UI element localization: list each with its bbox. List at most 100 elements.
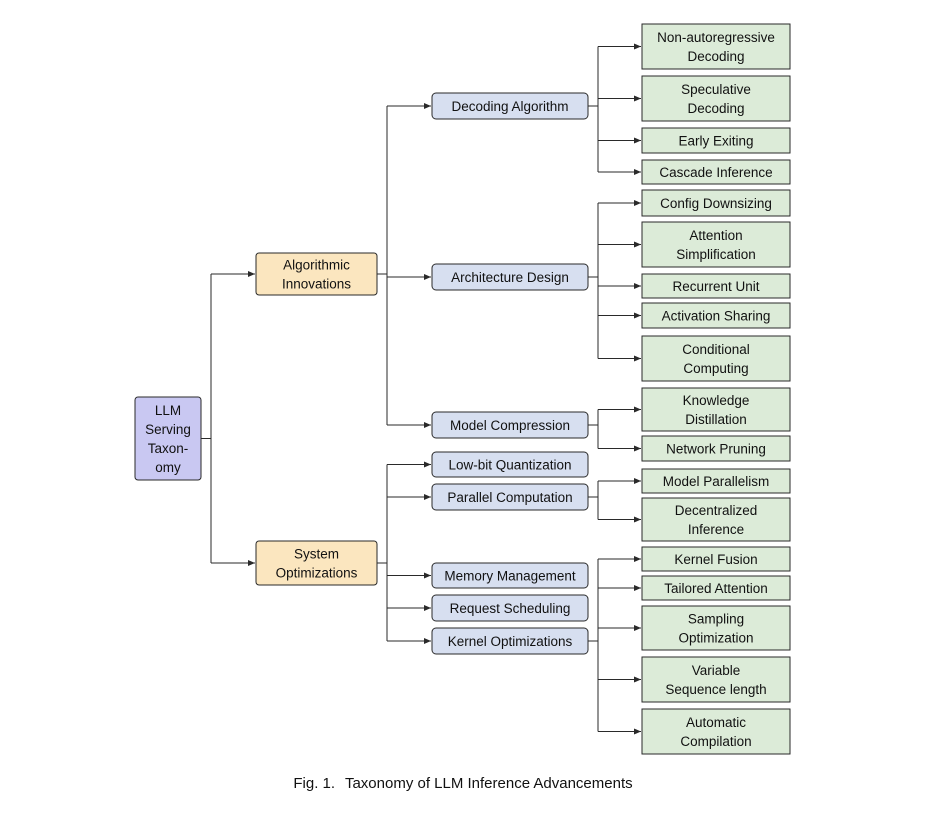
connector-algorithmic: [377, 103, 431, 428]
node-decoding-algorithm: Decoding Algorithm: [431, 92, 589, 120]
node-label: Recurrent Unit: [672, 279, 759, 294]
connector-model-compression: [588, 406, 641, 452]
connector-root: [201, 271, 255, 566]
node-label: Memory Management: [444, 569, 576, 584]
node-network-pruning: Network Pruning: [641, 435, 791, 462]
node-label: Conditional: [682, 342, 750, 357]
node-label: Early Exiting: [678, 134, 753, 149]
node-box: [641, 75, 791, 122]
figure-caption: Fig. 1. Taxonomy of LLM Inference Advanc…: [0, 775, 926, 792]
node-label: Serving: [145, 422, 191, 437]
node-recurrent-unit: Recurrent Unit: [641, 273, 791, 299]
connector-decoding-algorithm: [588, 43, 641, 175]
node-box: [431, 627, 589, 655]
node-label: Sampling: [688, 612, 744, 627]
node-box: [431, 411, 589, 439]
node-label: Low-bit Quantization: [448, 458, 571, 473]
node-label: Request Scheduling: [450, 601, 571, 616]
connector-system: [377, 461, 431, 644]
node-label: Non-autoregressive: [657, 30, 775, 45]
node-label: Variable: [692, 663, 741, 678]
node-box: [255, 252, 378, 296]
node-parallel-computation: Parallel Computation: [431, 483, 589, 511]
connector-parallel-computation: [588, 478, 641, 523]
node-box: [641, 189, 791, 217]
node-box: [641, 575, 791, 601]
node-label: Distillation: [685, 412, 747, 427]
node-box: [641, 335, 791, 382]
node-box: [641, 708, 791, 755]
connector-architecture-design: [588, 200, 641, 362]
node-box: [641, 435, 791, 462]
node-box: [431, 263, 589, 291]
node-box: [431, 483, 589, 511]
node-model-compression: Model Compression: [431, 411, 589, 439]
node-label: LLM: [155, 403, 181, 418]
node-box: [641, 605, 791, 651]
node-label: Attention: [689, 228, 742, 243]
node-label: Activation Sharing: [662, 309, 771, 324]
node-request-scheduling: Request Scheduling: [431, 594, 589, 622]
node-box: [641, 221, 791, 268]
taxonomy-diagram: LLMServingTaxon-omyAlgorithmicInnovation…: [134, 23, 791, 755]
node-kernel-optimizations: Kernel Optimizations: [431, 627, 589, 655]
node-label: Decoding Algorithm: [451, 99, 568, 114]
node-box: [641, 159, 791, 185]
node-box: [641, 387, 791, 432]
node-kernel-fusion: Kernel Fusion: [641, 546, 791, 572]
node-activation-sharing: Activation Sharing: [641, 302, 791, 329]
node-box: [641, 656, 791, 703]
connector-lines: [201, 43, 641, 735]
node-box: [641, 302, 791, 329]
node-box: [641, 546, 791, 572]
caption-text: Taxonomy of LLM Inference Advancements: [344, 775, 633, 792]
node-low-bit-quantization: Low-bit Quantization: [431, 451, 589, 478]
node-label: Decentralized: [675, 503, 758, 518]
node-label: omy: [155, 460, 181, 475]
node-label: Optimizations: [276, 566, 358, 581]
node-label: Model Compression: [450, 418, 570, 433]
node-label: Compilation: [680, 734, 751, 749]
node-box: [255, 540, 378, 586]
node-label: Config Downsizing: [660, 196, 772, 211]
node-label: Cascade Inference: [659, 165, 772, 180]
taxonomy-nodes: LLMServingTaxon-omyAlgorithmicInnovation…: [134, 23, 791, 755]
node-model-parallelism: Model Parallelism: [641, 468, 791, 494]
node-label: Knowledge: [683, 393, 750, 408]
node-label: Optimization: [678, 631, 753, 646]
node-early-exiting: Early Exiting: [641, 127, 791, 154]
node-box: [641, 273, 791, 299]
node-cascade-inference: Cascade Inference: [641, 159, 791, 185]
node-label: Algorithmic: [283, 258, 350, 273]
node-label: Automatic: [686, 715, 746, 730]
node-label: Decoding: [687, 49, 744, 64]
node-label: Kernel Optimizations: [448, 634, 573, 649]
node-box: [431, 451, 589, 478]
node-box: [134, 396, 202, 481]
node-label: Network Pruning: [666, 442, 766, 457]
node-label: Innovations: [282, 277, 351, 292]
node-box: [641, 468, 791, 494]
connector-kernel-optimizations: [588, 556, 641, 735]
node-box: [641, 23, 791, 70]
node-label: Simplification: [676, 247, 756, 262]
caption-label: Fig. 1.: [293, 775, 336, 792]
node-box: [641, 127, 791, 154]
node-box: [431, 92, 589, 120]
node-architecture-design: Architecture Design: [431, 263, 589, 291]
node-label: Model Parallelism: [663, 474, 770, 489]
node-box: [641, 497, 791, 542]
node-label: Parallel Computation: [447, 490, 572, 505]
node-label: Sequence length: [665, 682, 766, 697]
